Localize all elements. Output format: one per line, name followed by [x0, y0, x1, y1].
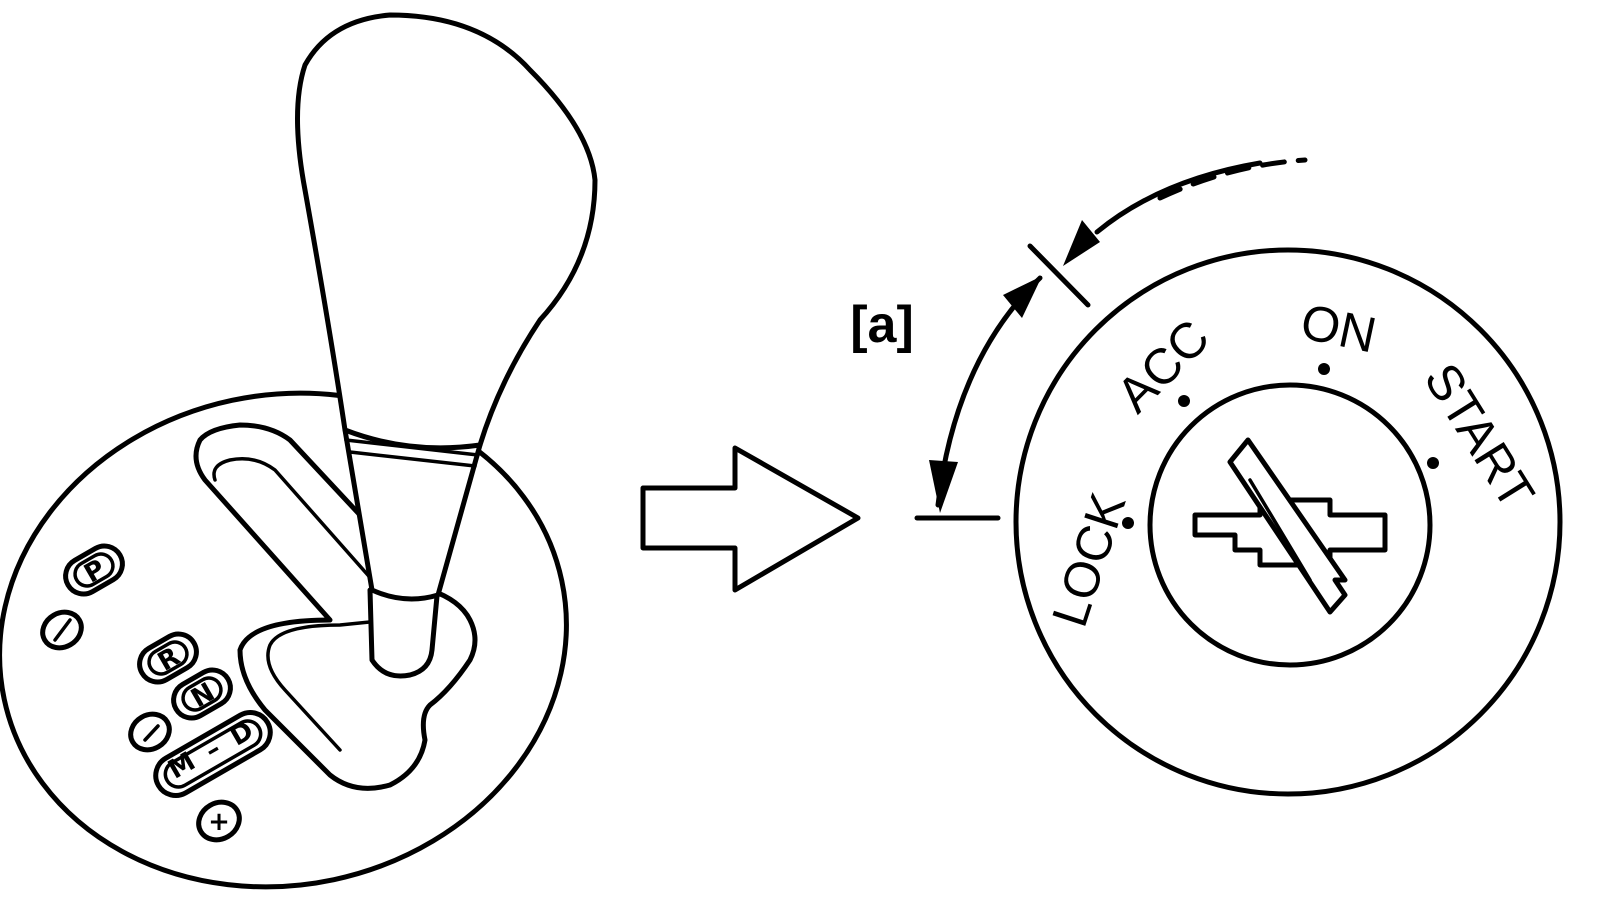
angle-arrowhead-lower [929, 460, 958, 513]
shift-gate-outer [193, 422, 478, 791]
gear-shifter: P R N M – D + [0, 12, 598, 890]
rotation-direction-dashed [1157, 157, 1308, 201]
rotation-direction-arc [1094, 160, 1263, 235]
shift-knob [295, 12, 598, 451]
angle-arrowhead-upper [1003, 276, 1042, 318]
gear-dot-1 [40, 609, 84, 651]
reference-line-acc [1027, 243, 1091, 308]
transition-arrow [640, 445, 861, 593]
rotation-direction-arrowhead [1063, 220, 1100, 266]
shifter-collar [342, 427, 483, 602]
key-slot-slash [1227, 437, 1348, 615]
shifter-shaft [367, 582, 441, 679]
ignition-switch: LOCK ACC ON START [1013, 247, 1563, 797]
gear-indicator-manual-drive: M – D [153, 710, 273, 798]
start-position-dot [1427, 457, 1439, 469]
rotation-angle-dimension: [a] [850, 157, 1308, 521]
gear-indicator-plus: + [196, 799, 242, 843]
on-position-dot [1318, 363, 1330, 375]
angle-label: [a] [850, 296, 914, 354]
gear-indicator-neutral: N [171, 667, 233, 721]
lock-position-dot [1122, 517, 1134, 529]
gear-dot-minus [128, 711, 172, 753]
gear-indicator-park: P [63, 543, 125, 597]
acc-position-dot [1178, 395, 1190, 407]
gear-indicator-reverse: R [137, 631, 199, 685]
gear-label-plus: + [208, 807, 230, 837]
